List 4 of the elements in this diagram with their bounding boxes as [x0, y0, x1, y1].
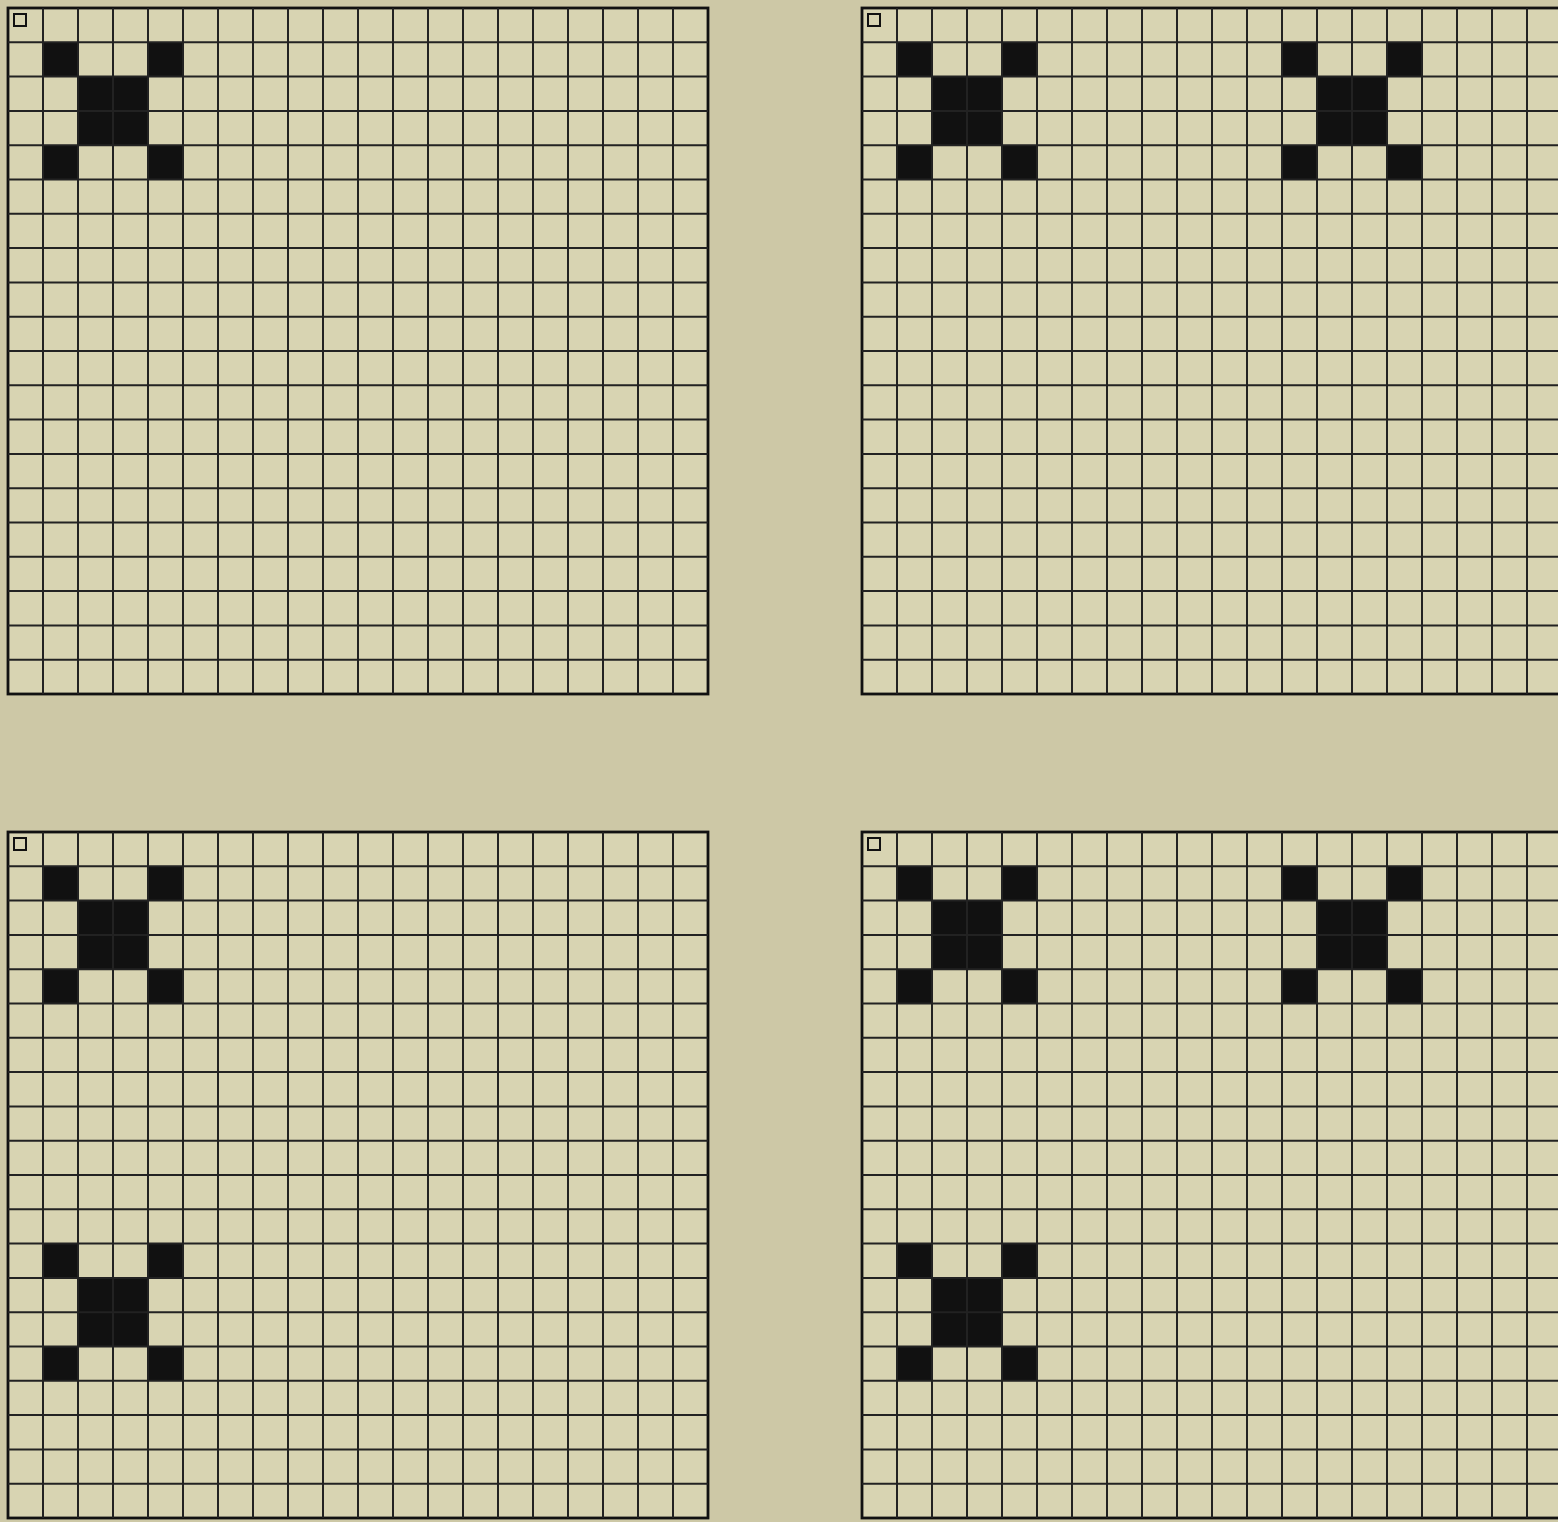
grid-drawing — [6, 830, 710, 1520]
grid-drawing — [6, 6, 710, 696]
grid-drawing — [860, 6, 1558, 696]
grid-drawing — [860, 830, 1558, 1520]
